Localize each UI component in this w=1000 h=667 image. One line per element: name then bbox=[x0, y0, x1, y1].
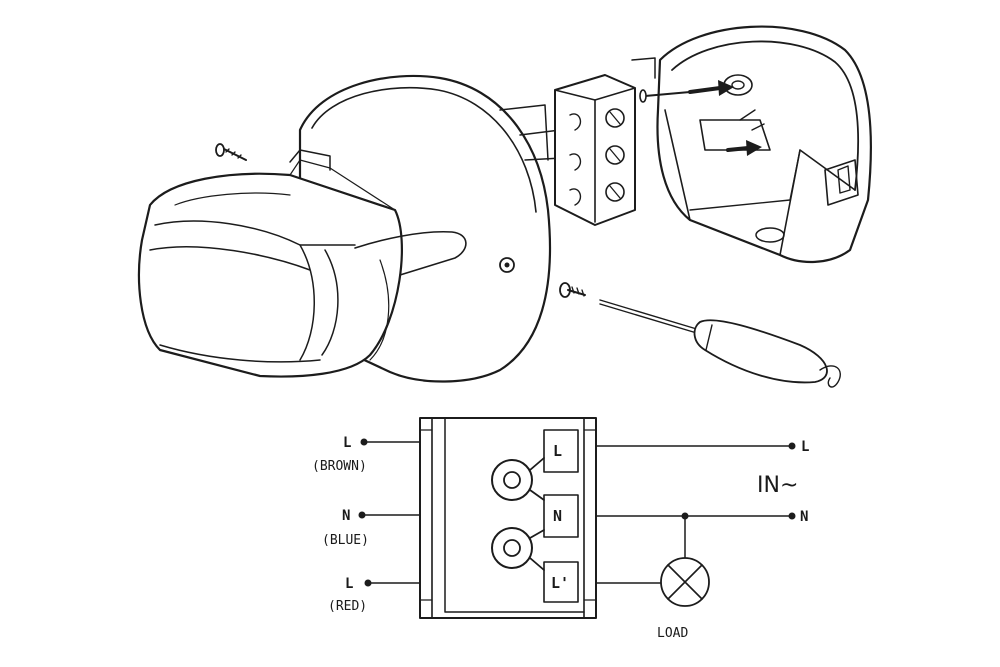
block-terminal-n: N bbox=[553, 507, 562, 525]
left-terminal-3-letter: L bbox=[345, 576, 353, 592]
box-screw-arrows bbox=[639, 80, 762, 156]
right-terminal-l: L bbox=[801, 439, 809, 455]
right-wires bbox=[595, 442, 796, 584]
block-terminal-l-prime: L' bbox=[551, 574, 569, 592]
load-lamp-symbol bbox=[660, 557, 710, 607]
block-terminal-l: L bbox=[553, 442, 562, 460]
front-screw-and-screwdriver bbox=[559, 282, 841, 388]
left-terminal-2-letter: N bbox=[342, 508, 350, 524]
input-label: IN~ bbox=[757, 473, 798, 498]
left-terminal-1-color: (BROWN) bbox=[312, 459, 367, 474]
left-terminal-3-color: (RED) bbox=[328, 599, 367, 614]
left-terminal-1-letter: L bbox=[343, 435, 351, 451]
terminal-block-illustration bbox=[554, 74, 636, 226]
left-wires bbox=[358, 438, 421, 587]
wiring-schematic: L N L' L (BROWN) N (BLUE) L (RED) bbox=[312, 417, 809, 641]
junction-box-illustration bbox=[631, 25, 872, 264]
schematic-terminal-block bbox=[419, 417, 597, 619]
left-terminal-2-color: (BLUE) bbox=[322, 533, 369, 548]
exploded-assembly-illustration bbox=[137, 25, 872, 388]
right-terminal-n: N bbox=[800, 509, 808, 525]
top-mounting-screw bbox=[215, 143, 247, 161]
load-label: LOAD bbox=[657, 626, 688, 641]
motion-sensor-housing bbox=[137, 74, 563, 383]
